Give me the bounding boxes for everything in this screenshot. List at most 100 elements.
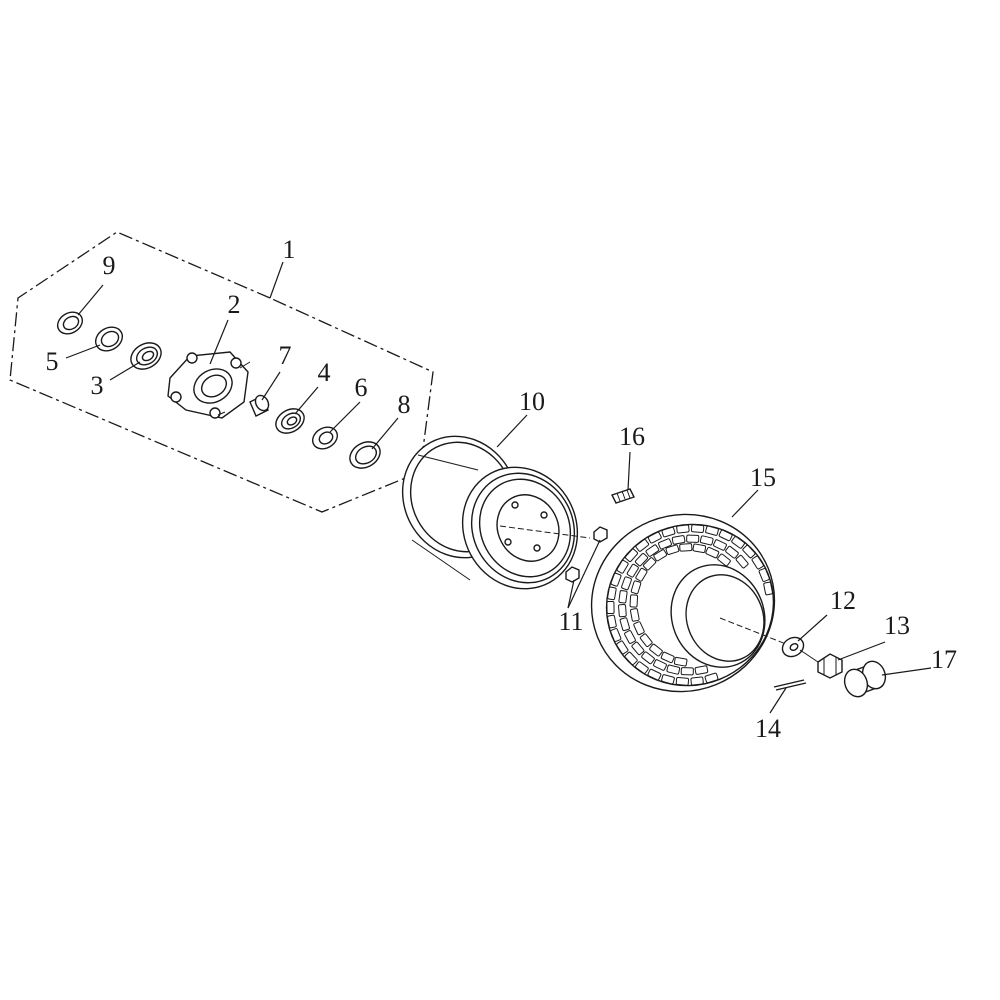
tread-block xyxy=(705,546,720,559)
part-label-13: 13 xyxy=(884,611,910,640)
oil-seal-8 xyxy=(349,441,381,469)
bearing-3 xyxy=(130,342,162,370)
tread-block xyxy=(607,586,617,601)
tread-block xyxy=(690,524,705,533)
oil-seal-9 xyxy=(56,311,84,335)
part-label-5: 5 xyxy=(46,347,59,376)
axis-lines xyxy=(499,525,819,663)
part-label-14: 14 xyxy=(755,714,781,743)
cotter-pin-14 xyxy=(773,679,807,691)
tread-block xyxy=(641,651,655,665)
tread-block xyxy=(690,676,704,686)
tread-block xyxy=(634,553,649,567)
tread-block xyxy=(626,563,639,578)
tread-block xyxy=(621,576,632,591)
hub-cap-17 xyxy=(843,660,887,698)
part-label-1: 1 xyxy=(283,235,296,264)
tread-block xyxy=(661,674,675,685)
part-label-4: 4 xyxy=(318,358,331,387)
tread-block xyxy=(675,677,690,686)
tread-block xyxy=(704,672,719,684)
tread-block xyxy=(649,643,663,657)
part-label-3: 3 xyxy=(91,371,104,400)
part-label-8: 8 xyxy=(398,390,411,419)
tread-block xyxy=(629,594,639,608)
tread-block xyxy=(661,526,676,538)
tread-block xyxy=(680,667,694,676)
tread-block xyxy=(742,544,756,559)
tread-block xyxy=(624,651,638,666)
wheel-hub-2 xyxy=(167,351,251,419)
tread-block xyxy=(625,548,638,562)
tread-block xyxy=(725,545,739,559)
tread-block xyxy=(635,567,648,582)
tread-block xyxy=(676,524,690,534)
tread-block xyxy=(619,617,630,632)
tread-block xyxy=(705,525,719,536)
tread-block xyxy=(639,633,653,647)
castle-nut-13 xyxy=(817,653,843,679)
tread-block xyxy=(616,559,629,574)
tread-block xyxy=(631,641,645,656)
tire-tread xyxy=(606,524,773,686)
tire-15 xyxy=(590,513,776,693)
part-label-16: 16 xyxy=(619,422,645,451)
tread-block xyxy=(686,534,700,543)
lug-nut-11 xyxy=(565,526,608,583)
tread-block xyxy=(618,603,627,618)
tread-block xyxy=(692,543,707,554)
tread-block xyxy=(647,531,662,544)
spacer-ring-5 xyxy=(94,326,124,352)
tread-block xyxy=(679,543,693,552)
part-label-6: 6 xyxy=(355,373,368,402)
tread-block xyxy=(713,539,727,551)
tread-block xyxy=(606,600,615,615)
tread-block xyxy=(751,555,764,570)
tread-block xyxy=(630,608,640,622)
tread-block xyxy=(763,581,773,596)
washer-12 xyxy=(781,636,805,658)
bearing-4 xyxy=(275,408,305,434)
tread-block xyxy=(694,665,709,675)
tread-block xyxy=(653,549,668,562)
tread-block xyxy=(653,659,667,671)
tread-block xyxy=(673,656,688,667)
tread-block xyxy=(666,664,681,675)
tread-block xyxy=(718,529,733,542)
tread-block xyxy=(660,651,675,664)
leader-lines xyxy=(65,261,932,714)
tread-block xyxy=(610,572,622,587)
tread-block xyxy=(610,628,622,642)
part-label-12: 12 xyxy=(830,586,856,615)
part-label-9: 9 xyxy=(103,251,116,280)
tread-block xyxy=(731,536,745,549)
tread-block xyxy=(616,640,629,655)
tread-block xyxy=(658,538,672,550)
part-label-2: 2 xyxy=(228,290,241,319)
tread-block xyxy=(607,614,617,629)
tread-block xyxy=(618,590,628,604)
tread-block xyxy=(671,535,686,545)
tread-block xyxy=(735,554,749,569)
tread-block xyxy=(633,621,645,636)
part-labels: 1 9 2 5 3 7 4 6 8 10 16 15 11 12 13 17 1… xyxy=(46,235,958,743)
part-label-10: 10 xyxy=(519,387,545,416)
part-label-15: 15 xyxy=(750,463,776,492)
part-label-11: 11 xyxy=(558,607,583,636)
tread-block xyxy=(717,553,731,567)
spacer-ring-6 xyxy=(311,426,339,450)
tread-block xyxy=(635,539,650,552)
tread-block xyxy=(699,535,714,546)
hub-assembly-boundary xyxy=(9,231,434,513)
tread-block xyxy=(624,630,636,644)
part-label-17: 17 xyxy=(931,645,957,674)
tread-block xyxy=(665,544,680,555)
tread-block xyxy=(758,568,770,582)
tread-block xyxy=(643,557,657,571)
tread-block xyxy=(635,661,649,674)
valve-stem-16 xyxy=(611,488,635,504)
tread-block xyxy=(630,580,642,595)
part-label-7: 7 xyxy=(279,341,292,370)
tread-block xyxy=(645,544,660,557)
